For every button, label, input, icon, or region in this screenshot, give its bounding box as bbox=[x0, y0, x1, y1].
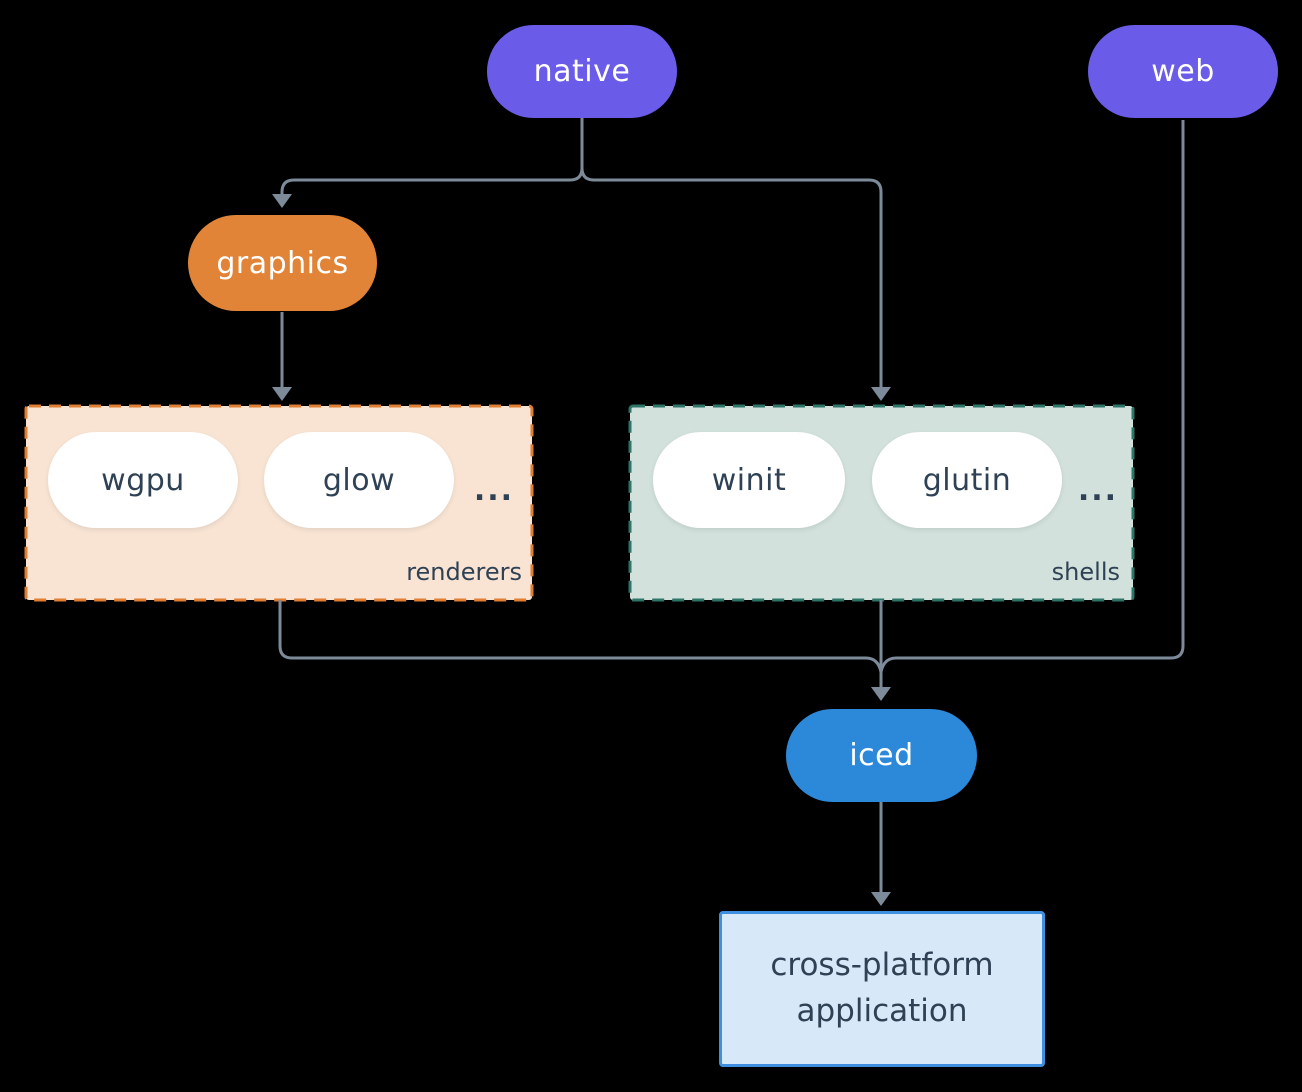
arrowhead-renderers bbox=[272, 387, 292, 401]
arrowhead-shells bbox=[871, 387, 891, 401]
application-label-line1: cross-platform bbox=[770, 947, 994, 984]
node-native: native bbox=[487, 25, 677, 118]
node-iced: iced bbox=[786, 709, 977, 802]
connector-web-iced bbox=[879, 120, 1185, 673]
node-wgpu: wgpu bbox=[48, 432, 238, 528]
shells-ellipsis: ... bbox=[1077, 472, 1119, 508]
node-web: web bbox=[1088, 25, 1278, 118]
node-application: cross-platform application bbox=[719, 911, 1045, 1067]
node-glow: glow bbox=[264, 432, 454, 528]
node-glutin: glutin bbox=[872, 432, 1062, 528]
node-graphics: graphics bbox=[188, 215, 377, 311]
arrowhead-application bbox=[871, 892, 891, 906]
arrowhead-iced bbox=[871, 687, 891, 701]
group-label-shells: shells bbox=[1051, 558, 1120, 586]
group-label-renderers: renderers bbox=[406, 558, 522, 586]
application-label-line2: application bbox=[796, 993, 968, 1029]
connector-native-shells bbox=[580, 118, 883, 387]
arrowhead-graphics bbox=[272, 194, 292, 208]
connector-native-graphics bbox=[280, 118, 584, 194]
connector-renderers-iced bbox=[278, 600, 883, 673]
node-winit: winit bbox=[653, 432, 845, 528]
renderers-ellipsis: ... bbox=[473, 472, 515, 508]
